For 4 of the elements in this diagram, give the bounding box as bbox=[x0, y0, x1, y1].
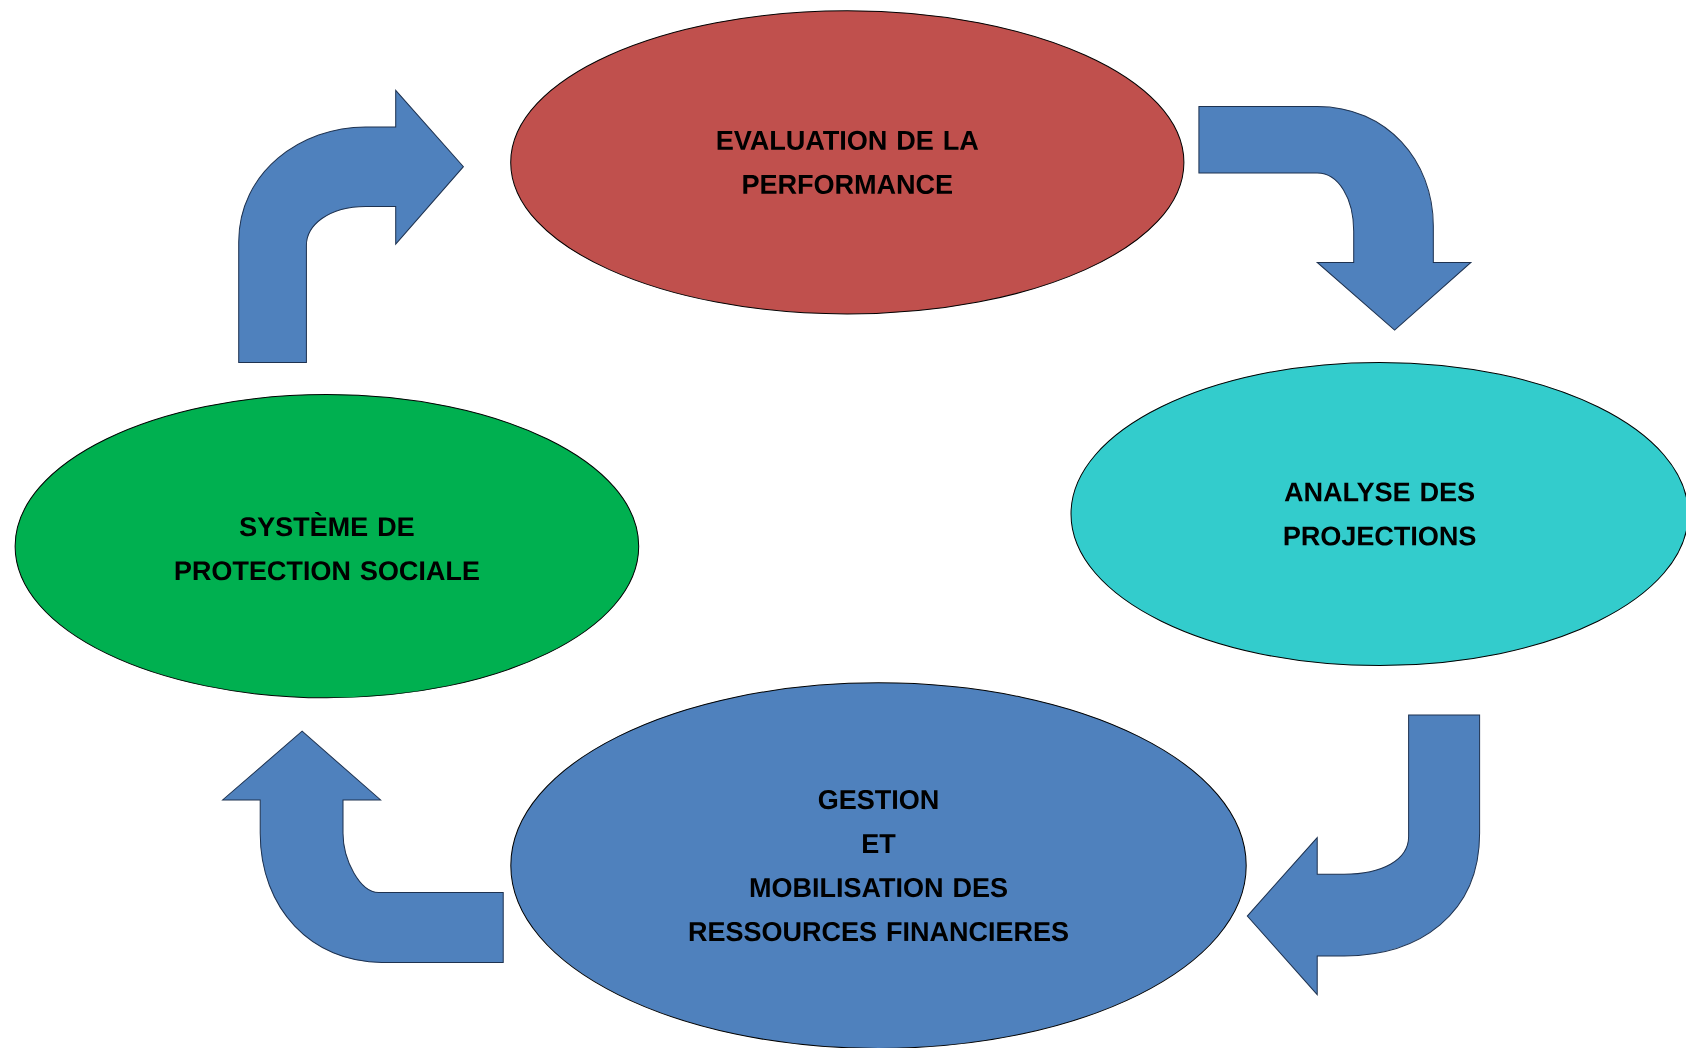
block-arrow bbox=[1198, 106, 1472, 331]
block-arrow bbox=[222, 730, 504, 963]
block-arrow bbox=[1246, 714, 1481, 996]
block-arrow bbox=[238, 89, 464, 363]
